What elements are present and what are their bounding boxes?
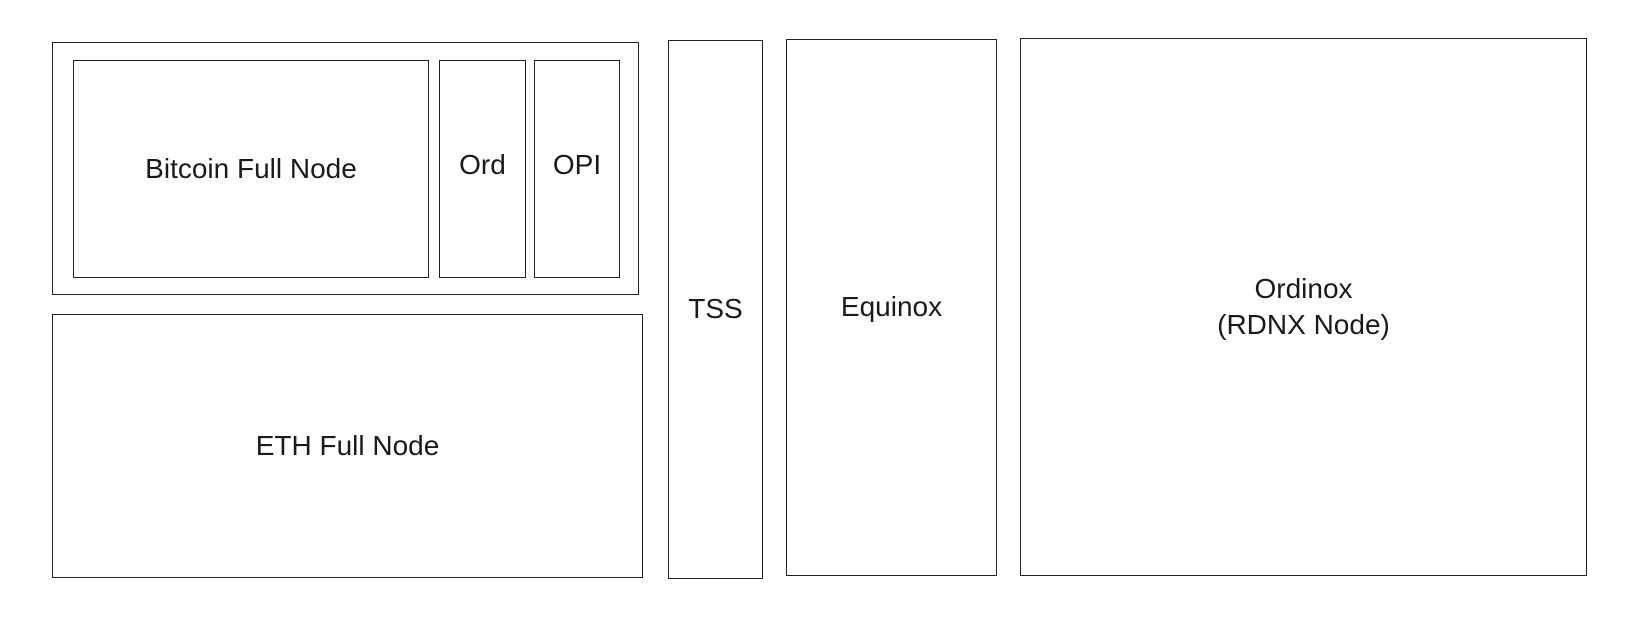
- ordinox-box: Ordinox (RDNX Node): [1020, 38, 1587, 576]
- tss-label: TSS: [688, 293, 743, 325]
- ordinox-subtitle: (RDNX Node): [1217, 309, 1390, 340]
- ord-label: Ord: [459, 149, 506, 180]
- bitcoin-full-node-box: Bitcoin Full Node: [73, 60, 429, 278]
- ordinox-label: Ordinox: [1254, 272, 1353, 304]
- eth-full-node-label: ETH Full Node: [255, 429, 440, 461]
- equinox-box: Equinox: [786, 39, 997, 576]
- bitcoin-full-node-label: Bitcoin Full Node: [145, 152, 357, 184]
- equinox-label: Equinox: [840, 291, 943, 323]
- opi-box: OPI: [534, 60, 620, 278]
- eth-full-node-box: ETH Full Node: [52, 314, 643, 578]
- opi-label: OPI: [552, 149, 602, 180]
- ord-box: Ord: [439, 60, 526, 278]
- tss-box: TSS: [668, 40, 763, 579]
